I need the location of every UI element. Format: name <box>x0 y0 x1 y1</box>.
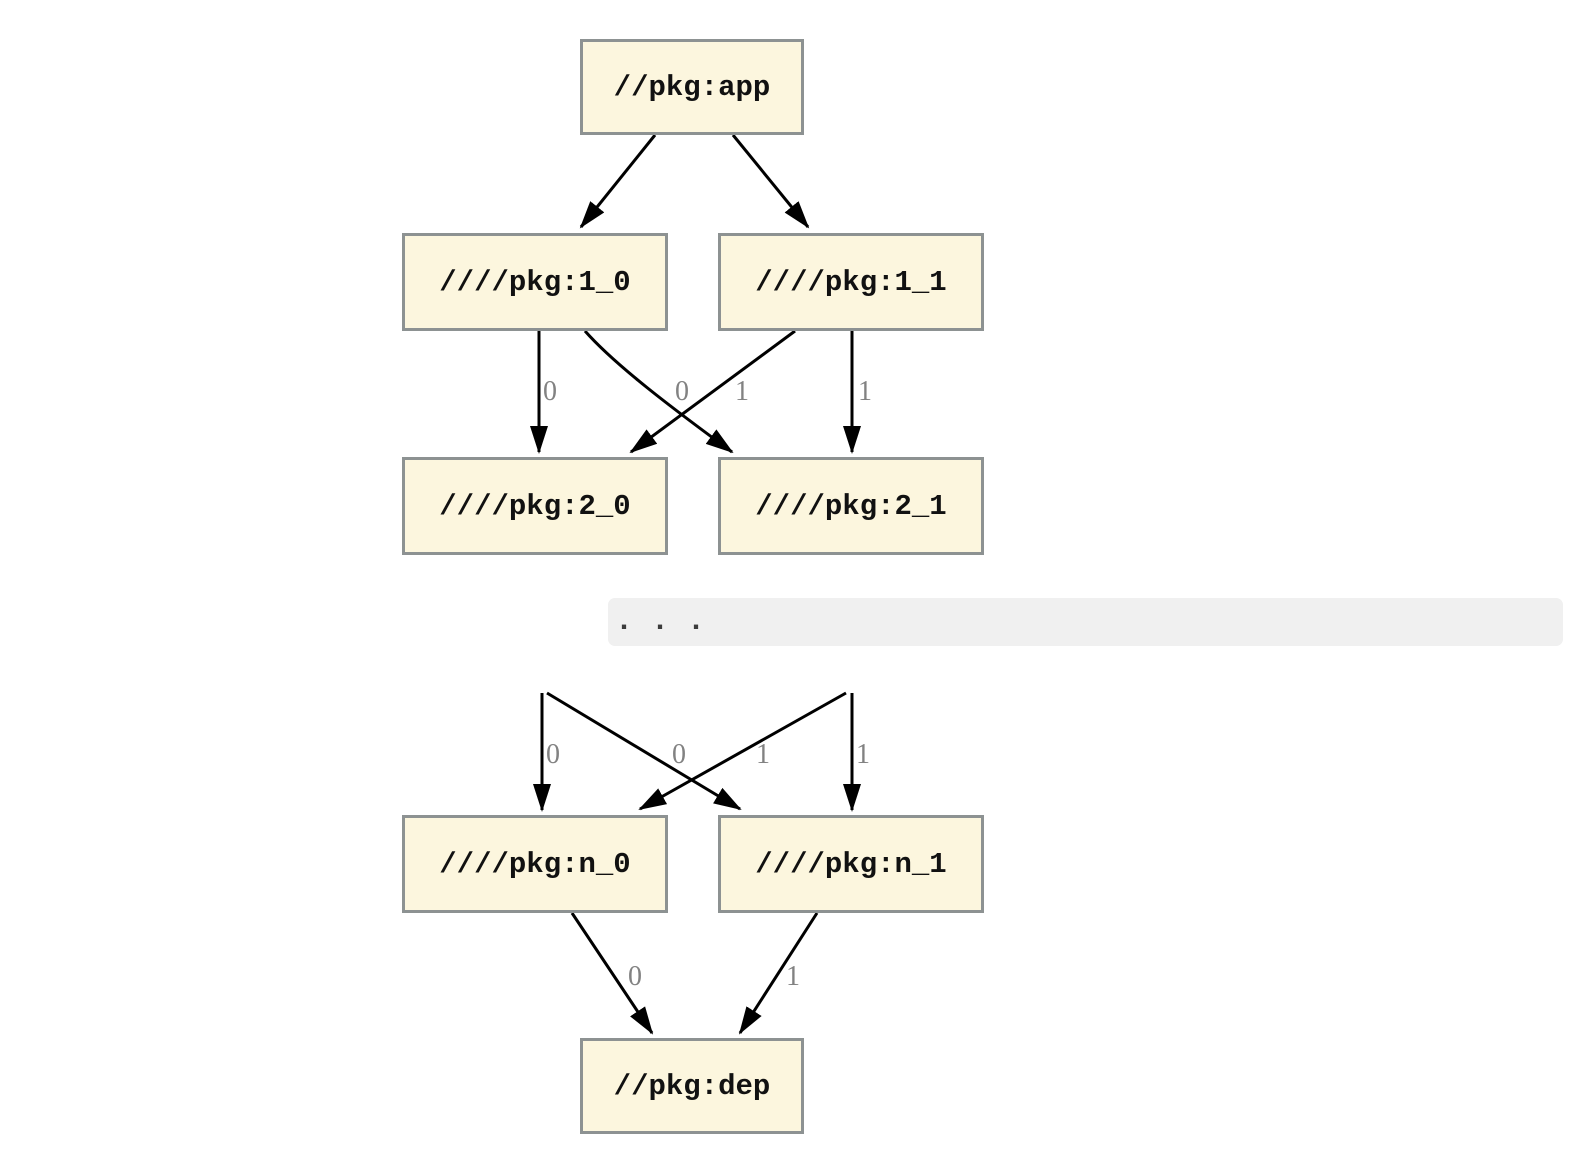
node-pkg-2_0: ////pkg:2_0 <box>402 457 668 555</box>
node-label: ////pkg:1_0 <box>439 265 631 299</box>
edge-app-to-pkg1_0 <box>579 134 657 229</box>
edge-label-1_0-to-2_0: 0 <box>543 376 557 407</box>
elision-band: . . . <box>608 598 1563 646</box>
edge-label-elided-to-n_0-right: 0 <box>672 739 686 770</box>
node-label: //pkg:app <box>613 70 771 104</box>
node-label: ////pkg:2_1 <box>755 489 947 523</box>
edge-label-1_0-to-2_1: 1 <box>735 376 749 407</box>
edge-label-elided-to-n_0-left: 0 <box>546 739 560 770</box>
elision-dots: . . . <box>615 605 706 639</box>
node-pkg-dep: //pkg:dep <box>580 1038 804 1134</box>
edge-pkgn_0-to-dep <box>570 912 654 1035</box>
edge-label-1_1-to-2_0: 0 <box>675 376 689 407</box>
edge-elided-right-to-pkgn_0 <box>638 691 847 811</box>
edge-label-n_0-to-dep: 0 <box>628 961 642 992</box>
node-pkg-n_0: ////pkg:n_0 <box>402 815 668 913</box>
node-label: ////pkg:n_0 <box>439 847 631 881</box>
node-pkg-n_1: ////pkg:n_1 <box>718 815 984 913</box>
edge-label-n_1-to-dep: 1 <box>786 961 800 992</box>
node-pkg-2_1: ////pkg:2_1 <box>718 457 984 555</box>
node-pkg-1_1: ////pkg:1_1 <box>718 233 984 331</box>
edge-pkg1_0-to-pkg2_1 <box>583 330 734 454</box>
edge-pkgn_1-to-dep <box>738 912 819 1035</box>
node-label: ////pkg:2_0 <box>439 489 631 523</box>
node-pkg-app: //pkg:app <box>580 39 804 135</box>
node-label: ////pkg:1_1 <box>755 265 947 299</box>
edge-pkg1_1-to-pkg2_0 <box>629 329 796 454</box>
node-pkg-1_0: ////pkg:1_0 <box>402 233 668 331</box>
node-label: ////pkg:n_1 <box>755 847 947 881</box>
edge-elided-left-to-pkgn_1 <box>546 691 742 811</box>
edge-label-elided-to-n_1-left: 1 <box>756 739 770 770</box>
edge-label-elided-to-n_1-right: 1 <box>856 739 870 770</box>
node-label: //pkg:dep <box>613 1069 771 1103</box>
edge-label-1_1-to-2_1: 1 <box>858 376 872 407</box>
edge-app-to-pkg1_1 <box>731 134 810 229</box>
